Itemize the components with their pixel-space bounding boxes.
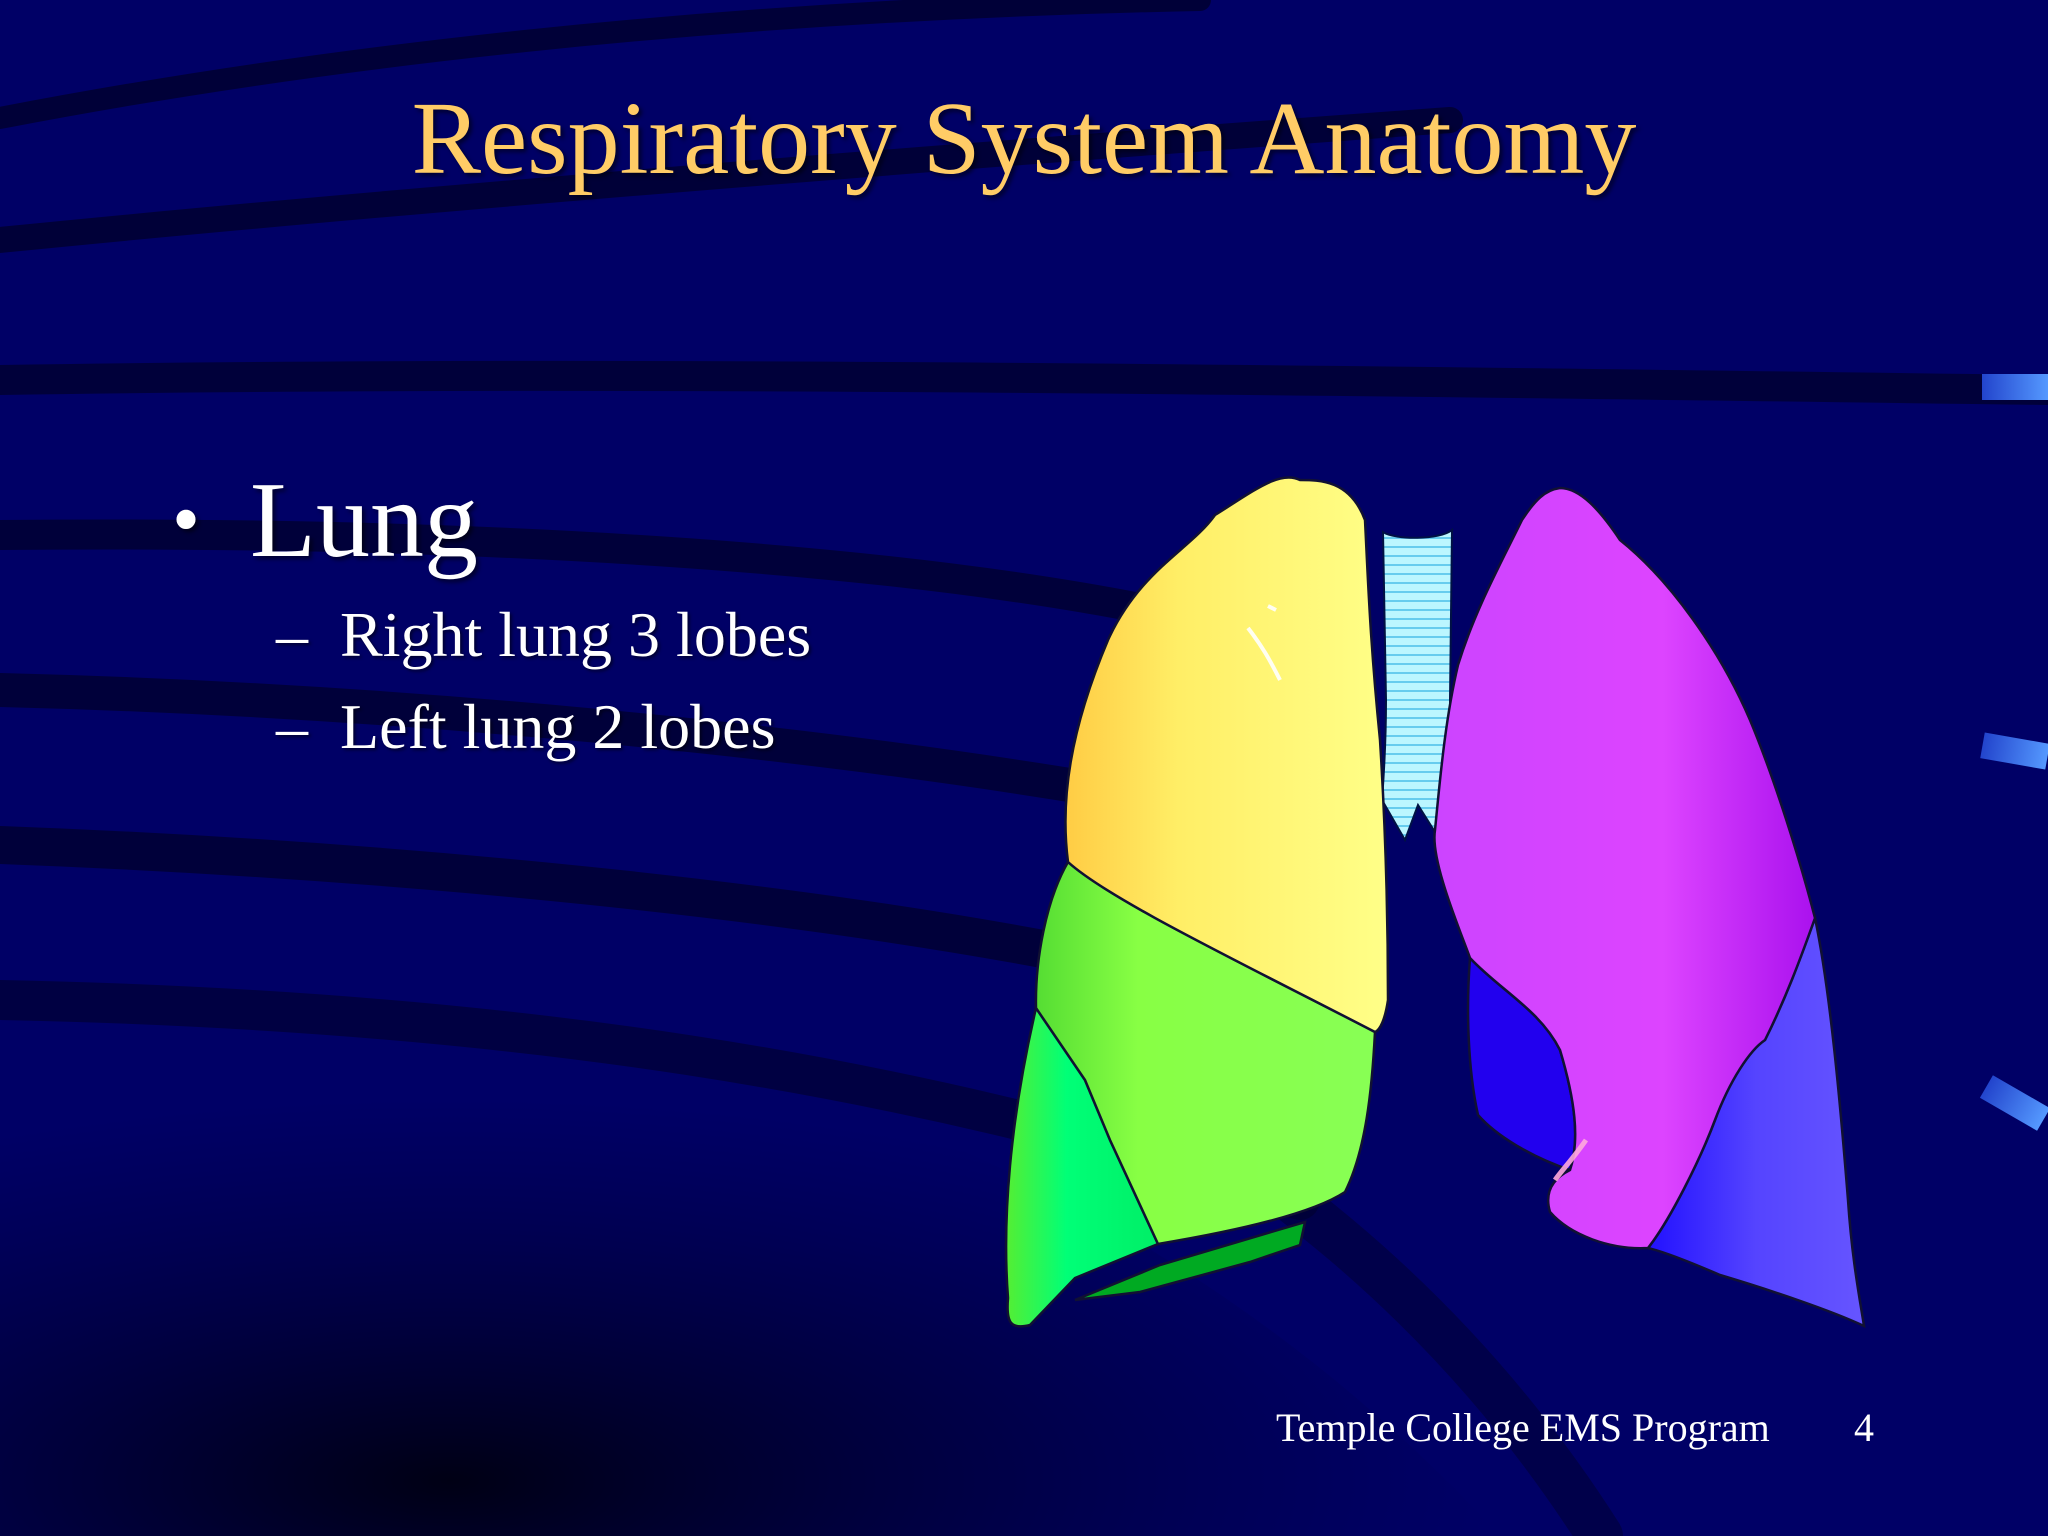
right-edge-accent <box>1982 374 2048 400</box>
page-number: 4 <box>1854 1405 1874 1450</box>
right-lung <box>1004 476 1390 1328</box>
sub-bullet-right-lung: –Right lung 3 lobes <box>276 599 812 670</box>
sub-bullet-dash: – <box>276 691 308 762</box>
sub-bullet-dash: – <box>276 599 308 670</box>
slide-title: Respiratory System Anatomy <box>411 81 1637 196</box>
right-upper-lobe <box>1064 476 1390 1034</box>
footer-text: Temple College EMS Program <box>1276 1405 1770 1450</box>
left-upper-lobe <box>1433 486 1817 1250</box>
bullet-symbol: • <box>172 476 201 564</box>
sub-bullet-text: Right lung 3 lobes <box>340 599 812 670</box>
bullet-lung: • Lung <box>172 461 478 581</box>
left-lung <box>1433 486 1866 1329</box>
right-lower-lobe <box>1004 1004 1160 1328</box>
bullet-text: Lung <box>250 461 478 580</box>
sub-bullet-left-lung: –Left lung 2 lobes <box>276 691 776 762</box>
sub-bullet-text: Left lung 2 lobes <box>340 691 776 762</box>
